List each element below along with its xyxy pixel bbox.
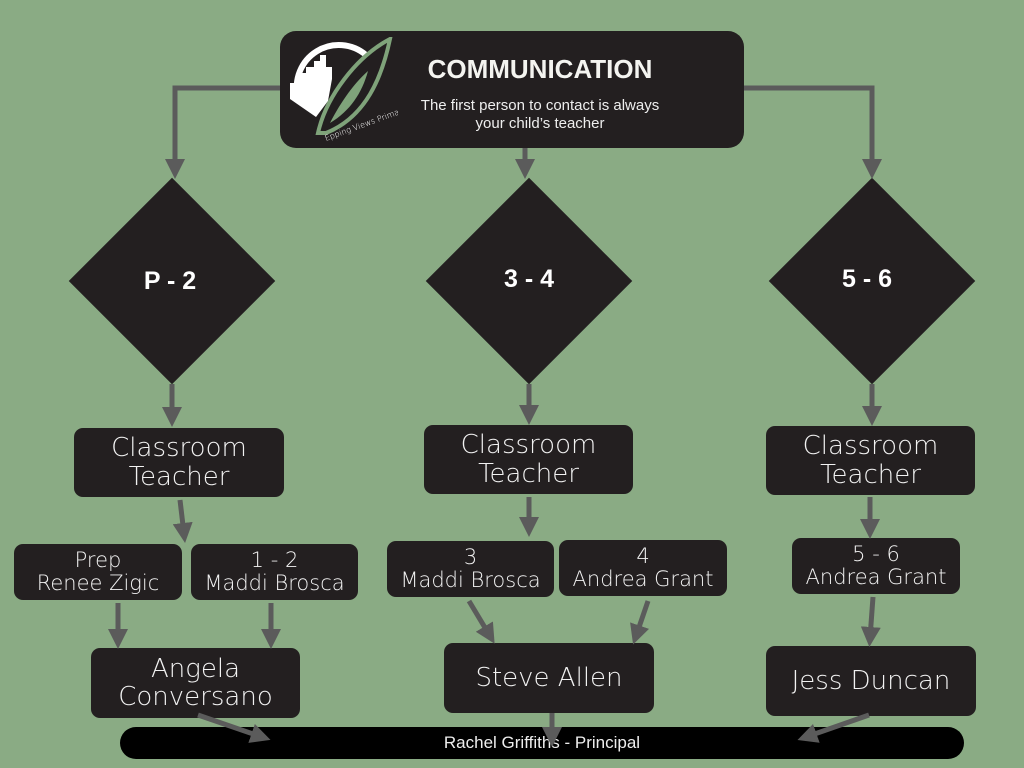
arrow <box>165 85 280 179</box>
class-year: Prep <box>74 548 122 573</box>
leader-name: Angela <box>150 653 241 684</box>
class-teacher: Andrea Grant <box>805 565 947 589</box>
class-teacher: Andrea Grant <box>572 567 714 591</box>
class-teacher: Renee Zigic <box>36 571 160 595</box>
band-label: P - 2 <box>143 267 197 295</box>
leader-name: Jess Duncan <box>791 665 951 696</box>
arrow <box>860 596 881 647</box>
leader-name: Conversano <box>118 682 273 712</box>
arrow <box>744 85 882 179</box>
role-text: Teacher <box>820 459 921 490</box>
header-box: Epping Views Primary COMMUNICATION The f… <box>280 31 744 148</box>
class-year: 1 - 2 <box>250 548 299 573</box>
subtitle: The first person to contact is always yo… <box>385 97 695 133</box>
role-text: Classroom <box>460 430 597 461</box>
subtitle-line: The first person to contact is always <box>420 97 660 114</box>
role-text: Classroom <box>802 431 939 462</box>
leader-box-34: Steve Allen <box>444 643 654 713</box>
role-text: Teacher <box>478 458 579 489</box>
class-teacher: Maddi Brosca <box>400 568 541 592</box>
band-label: 5 - 6 <box>841 265 893 293</box>
band-label: 3 - 4 <box>503 265 555 293</box>
arrow <box>630 600 651 645</box>
class-year: 4 <box>636 544 650 569</box>
page-title: COMMUNICATION <box>427 54 653 84</box>
leader-box-56: Jess Duncan <box>766 646 976 716</box>
principal-bar: Rachel Griffiths - Principal <box>120 727 964 759</box>
role-text: Teacher <box>128 461 230 492</box>
role-text: Classroom <box>111 433 247 464</box>
leader-name: Steve Allen <box>475 662 623 693</box>
class-year: 5 - 6 <box>852 542 900 567</box>
subtitle-line: your child’s teacher <box>475 115 605 132</box>
class-teacher: Maddi Brosca <box>204 571 345 595</box>
school-logo: Epping Views Primary <box>290 37 398 143</box>
arrow <box>172 499 193 543</box>
arrow <box>466 599 495 644</box>
class-year: 3 <box>463 545 478 570</box>
